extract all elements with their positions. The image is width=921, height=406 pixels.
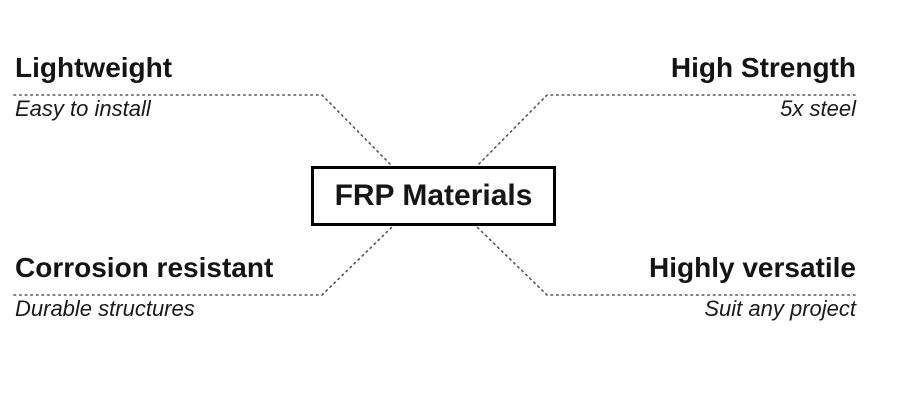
branch-lightweight-heading: Lightweight xyxy=(15,52,173,83)
branch-lightweight-subtitle: Easy to install xyxy=(15,96,151,121)
branch-highly-versatile[interactable]: Highly versatile Suit any project xyxy=(515,251,856,323)
branch-high-strength-subtitle: 5x steel xyxy=(780,96,856,121)
center-node-label: FRP Materials xyxy=(334,179,533,212)
branch-high-strength-heading: High Strength xyxy=(670,52,856,83)
branch-corrosion-resistant-heading: Corrosion resistant xyxy=(15,252,274,283)
branch-corrosion-resistant-subtitle: Durable structures xyxy=(15,296,195,321)
branch-lightweight[interactable]: Lightweight Easy to install xyxy=(15,51,356,123)
center-node[interactable]: FRP Materials xyxy=(311,166,556,226)
branch-highly-versatile-subtitle: Suit any project xyxy=(704,296,856,321)
branch-corrosion-resistant[interactable]: Corrosion resistant Durable structures xyxy=(15,251,356,323)
branch-highly-versatile-heading: Highly versatile xyxy=(649,252,856,283)
branch-high-strength[interactable]: High Strength 5x steel xyxy=(515,51,856,123)
